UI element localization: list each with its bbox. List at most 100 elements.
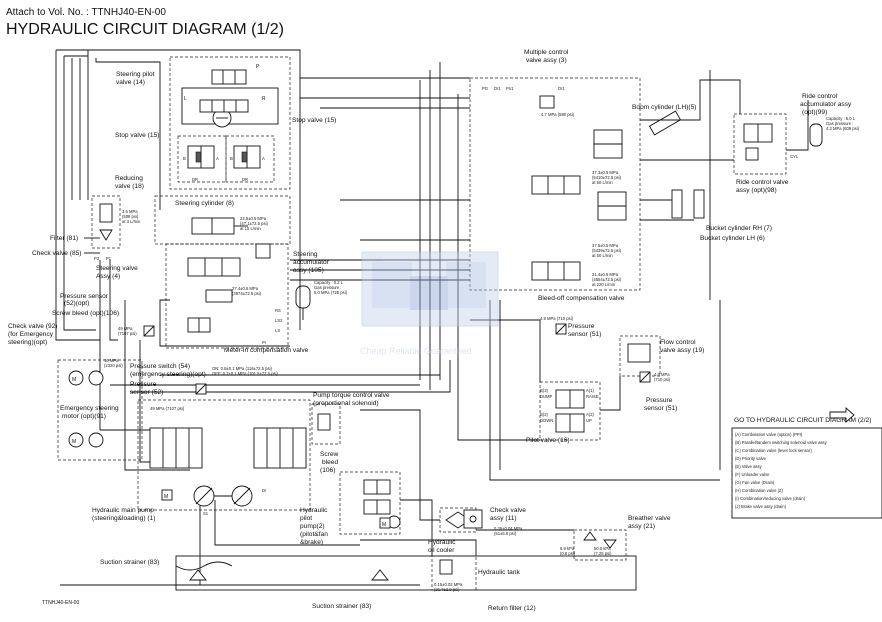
goto-item-g: (G) Fan valve (Drain)	[735, 480, 775, 485]
goto-item-e: (E) Valve assy	[735, 464, 763, 469]
steering-pilot-valve: Steering pilot valve (14) P L R	[116, 56, 291, 190]
mcv2-spec-2: (5410±72.5 psi)	[592, 175, 622, 180]
ride-acc-label-2: accumulator assy	[800, 101, 852, 108]
oil-cooler-label-1: Hydraulic	[428, 539, 456, 546]
central-circuit-lines	[290, 70, 741, 556]
screw-bleed-label-3: (106)	[320, 467, 335, 474]
check-valve-11: Check valve assy (11) 0.35±0.04 MPa (51±…	[463, 507, 526, 536]
return-filter-spec-1: 0.15±0.02 MPa	[434, 582, 463, 587]
watermark-logo: RM Cheap Reliable Guaranteed	[360, 251, 499, 356]
pilot-pump-label-1: Hydraulic	[300, 507, 328, 514]
emergency49-spec-2: (7107 psi)	[118, 331, 137, 336]
pressure-sensor-opt-label-2: (52)(opt)	[64, 300, 89, 307]
filter-label: Filter (81)	[50, 235, 78, 242]
reducing-valve-label-1: Reducing	[115, 175, 143, 182]
pv-port-b3: B(3)	[540, 388, 549, 393]
pv-port-b2: B(2)	[540, 412, 549, 417]
screw-bleed-opt-label: Screw bleed (opt)(106)	[52, 310, 119, 317]
steering-valve-label-1: Steering valve	[96, 265, 138, 272]
bucket-lh-label: Bucket cylinder LH (6)	[700, 235, 765, 242]
pressure-sensor-51a-label-1: Pressure	[568, 323, 595, 330]
steer-relief-spec-3: at 15 L/min	[240, 226, 261, 231]
check-valve-11-label-1: Check valve	[490, 507, 526, 514]
reducing-spec-1: 3.5 MPa	[122, 209, 138, 214]
left-side-labels: Pressure sensor (52)(opt) Screw bleed (o…	[8, 293, 309, 354]
boom-cylinder: Boom cylinder (LH)(5)	[632, 104, 697, 136]
pressure-sensor-51b-label-2: sensor (51)	[644, 405, 677, 412]
svg-text:LS: LS	[275, 328, 280, 333]
pump-torque-label-1: Pump torque control valve	[313, 392, 390, 399]
svg-text:P2: P2	[94, 256, 100, 261]
reducing-spec-3: at 3 L/min	[122, 219, 141, 224]
steer-relief2-spec-2: (3974±72.5 psi)	[232, 291, 262, 296]
steering-cylinder-label: Steering cylinder (8)	[175, 200, 234, 207]
pilot-pump-label-2: pilot	[300, 515, 312, 522]
pressure-sensor-opt-label-1: Pressure sensor	[60, 293, 109, 300]
goto-item-i: (I) Combination/reducing valve (drain)	[735, 496, 806, 501]
svg-text:Pn1: Pn1	[506, 86, 514, 91]
ride-acc-spec-3: 4.2 MPa (609 psi)	[826, 126, 860, 131]
pilot-valve-label: Pilot valve (16)	[526, 437, 570, 444]
svg-text:Dr1: Dr1	[558, 86, 565, 91]
flow-control-label-1: Flow control	[660, 339, 696, 346]
svg-text:CYL: CYL	[790, 154, 799, 159]
breather-valve: Breather valve assy (21) 6.9 kPa (0.8 ps…	[560, 515, 671, 561]
attach-note: Attach to Vol. No. : TTNHJ40-EN-00	[6, 7, 166, 18]
pressure-sensor-51a: 4.9 MPa (710 psi) Pressure sensor (51)	[540, 316, 601, 338]
pump-49-spec: 49 MPa (7107 psi)	[150, 406, 185, 411]
pressure-sensor-52-label-2: sensor (52)	[130, 389, 163, 396]
steering-valve: Steering valve Assy (4) 27.4±0.5 MPa (39…	[96, 243, 290, 349]
steering-accumulator-label-1: Steering	[293, 251, 318, 258]
steering-valve-label-2: Assy (4)	[96, 273, 120, 280]
multiple-control-label-1: Multiple control	[524, 49, 569, 56]
ride-control-accumulator: Ride control accumulator assy (opt)(99) …	[800, 93, 860, 147]
main-pump-label-2: (steering&loading) (1)	[92, 515, 155, 522]
goto-item-b: (B) Parallel/tandem switching solenoid v…	[735, 440, 828, 445]
breather-a-spec-1: 6.9 kPa	[560, 546, 575, 551]
return-filter-label: Return filter (12)	[488, 605, 536, 612]
pressure-switch: Pressure switch (54) (emergency steering…	[130, 363, 278, 396]
svg-text:M: M	[72, 439, 76, 445]
reducing-valve: Reducing valve (18) 3.5 MPa (508 psi) at…	[32, 175, 144, 261]
check-valve-85-label: Check valve (85)	[32, 250, 81, 257]
goto-item-h: (H) Combination valve (Z)	[735, 488, 784, 493]
pilot-pump-label-5: &brake)	[300, 539, 323, 546]
breather-b-spec-1: 50.0 kPa	[594, 546, 611, 551]
pressure-sensor-51b-label-1: Pressure	[646, 397, 673, 404]
svg-text:R: R	[262, 96, 266, 102]
breather-a-spec-2: (0.8 psi)	[560, 551, 576, 556]
pv-port-dump: DUMP	[540, 394, 553, 399]
pv-port-raise: RAISE	[586, 394, 599, 399]
flow-control-label-2: valve assy (19)	[660, 347, 704, 354]
svg-text:Pr: Pr	[262, 340, 267, 345]
mcv4-spec-1: 31.4±0.5 MPa	[592, 272, 619, 277]
check-valve-92-label-1: Check valve (92)	[8, 323, 57, 330]
stop-valve-right-label: Stop valve (15)	[292, 117, 336, 124]
bleed49-spec: 4.9 MPa (710 psi)	[540, 316, 574, 321]
accumulator-spec-1: Capacity : 0.2 L	[314, 280, 344, 285]
ride-control-valve-label-1: Ride control valve	[736, 179, 789, 186]
svg-text:A: A	[262, 156, 265, 161]
stop-valve-left-label: Stop valve (15)	[115, 132, 159, 139]
multiple-control-label-2: valve assy (3)	[526, 57, 567, 64]
return-filter: 0.15±0.02 MPa (21.7±2.9 psi) Return filt…	[431, 555, 536, 612]
mcv3-spec-2: (5439±72.5 psi)	[592, 248, 622, 253]
mcv4-spec-2: (4554±72.5 psi)	[592, 277, 622, 282]
oil-cooler-label-2: oil cooler	[428, 547, 455, 554]
ride-acc-spec-2: Gas pressure :	[826, 121, 853, 126]
pv-port-down: DOWN	[540, 418, 553, 423]
watermark-rm: RM	[366, 254, 382, 265]
pressure-sensor-51a-label-2: sensor (51)	[568, 331, 601, 338]
goto-title: GO TO HYDRAULIC CIRCUIT DIAGRAM (2/2)	[734, 417, 871, 424]
ride-acc-label-1: Ride control	[802, 93, 838, 100]
multiple-control-valve: 4.7 MPa (580 psi) 37.3±0.5 MPa (5410±72.…	[299, 49, 641, 390]
screw-bleed-label-2: bleed	[322, 459, 338, 466]
main-pump-assembly: 49 MPa (7107 psi) M Hydraulic main pump …	[92, 399, 311, 522]
svg-text:M: M	[382, 522, 386, 528]
svg-text:Dr: Dr	[262, 488, 267, 493]
emergency-motor-label-2: motor (opt)(91)	[62, 413, 106, 420]
bucket-cylinders: Bucket cylinder RH (7) Bucket cylinder L…	[671, 189, 772, 242]
mcv2-spec-1: 37.3±0.5 MPa	[592, 170, 619, 175]
pilot-pump-label-4: (pilot&fan	[300, 531, 328, 538]
emergency49-spec-1: 49 MPa	[118, 326, 133, 331]
